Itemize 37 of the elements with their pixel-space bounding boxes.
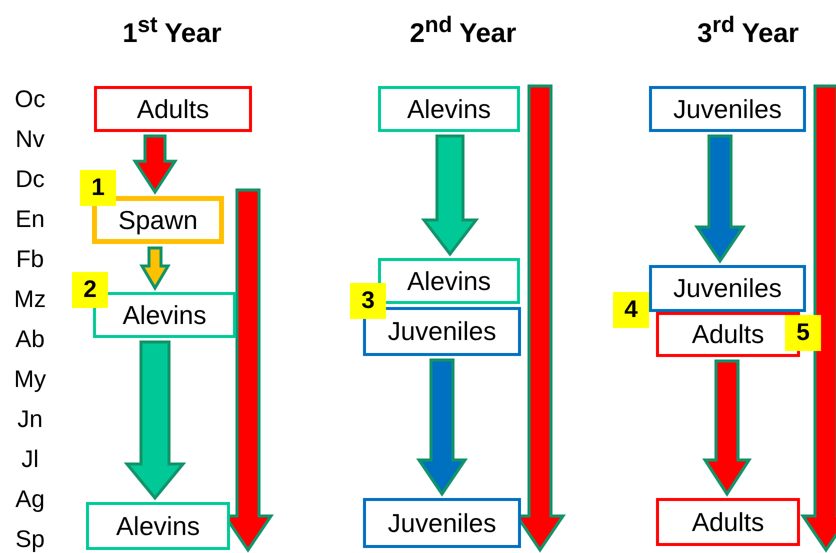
month-label: Nv	[14, 126, 46, 154]
block-arrow	[132, 134, 178, 195]
month-label: Fb	[14, 246, 45, 274]
life-stage-box: Alevins	[378, 258, 520, 304]
block-arrow	[420, 134, 480, 256]
life-stage-box: Juveniles	[363, 498, 521, 548]
month-label: Jl	[20, 446, 40, 474]
life-stage-box: Spawn	[92, 196, 224, 244]
month-label: Oc	[14, 86, 46, 114]
year-heading: 2$^{nd}$ Year	[408, 12, 518, 49]
month-label: My	[13, 366, 47, 394]
month-label: En	[14, 206, 46, 234]
life-stage-box: Juveniles	[363, 307, 521, 356]
block-arrow	[702, 360, 752, 497]
life-stage-box: Juveniles	[649, 265, 806, 312]
block-arrow	[139, 246, 171, 291]
callout-number: 3	[350, 283, 386, 319]
month-label: Mz	[13, 286, 47, 314]
callout-number: 2	[72, 272, 108, 308]
life-stage-box: Adults	[94, 86, 252, 132]
month-label: Jn	[16, 406, 44, 434]
block-arrow	[124, 340, 186, 500]
block-arrow	[416, 358, 468, 497]
month-label: Ag	[14, 486, 46, 514]
year-heading: 3$^{rd}$ Year	[696, 12, 800, 49]
month-label: Dc	[14, 166, 46, 194]
month-label: Ab	[14, 326, 46, 354]
life-stage-box: Alevins	[86, 502, 230, 550]
block-arrow	[694, 134, 746, 264]
callout-number: 4	[613, 292, 649, 328]
callout-number: 5	[785, 315, 821, 351]
life-stage-box: Adults	[656, 498, 800, 546]
month-label: Sp	[14, 526, 46, 553]
life-stage-box: Alevins	[378, 86, 520, 132]
callout-number: 1	[80, 170, 116, 206]
year-heading: 1$^{st}$ Year	[121, 12, 223, 49]
life-stage-box: Juveniles	[649, 86, 806, 132]
